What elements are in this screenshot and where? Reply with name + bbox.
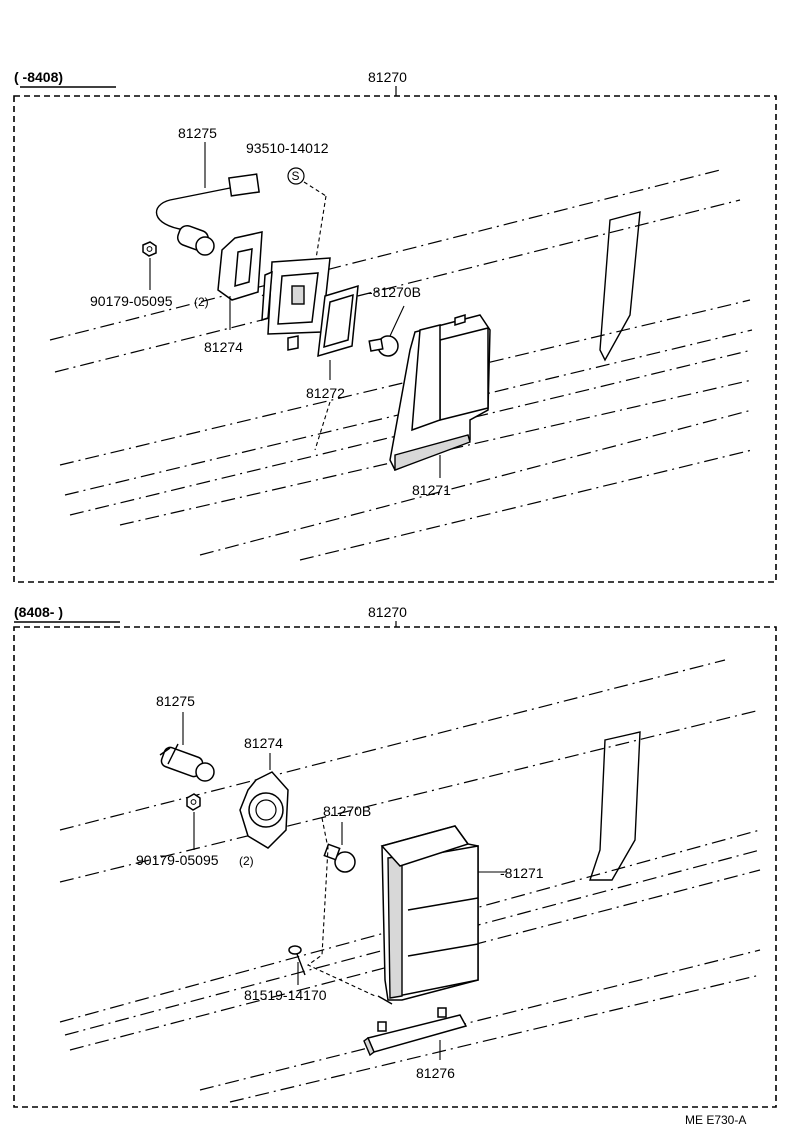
top-leader-81270b [389,305,405,337]
top-dash-s-1 [303,181,327,197]
footer-code: ME E730-A [685,1113,746,1127]
bottom-range-label: (8408- ) [14,604,63,620]
top-dash-81272 [314,401,331,451]
bottom-panel: (8408- ) 81270 81275 [13,604,777,1108]
bottom-label-81271: -81271 [500,865,544,881]
top-label-nut-qty: (2) [194,295,209,309]
top-range-label: ( -8408) [14,69,63,85]
top-s-symbol: S [292,169,300,183]
bottom-label-nut-qty: (2) [239,854,254,868]
bottom-assembly-number: 81270 [368,604,407,620]
bottom-lamp-housing [377,825,479,1005]
top-dash-s-2 [314,195,327,266]
top-bulb [368,335,399,357]
top-gasket [217,231,263,301]
bottom-bulb [323,843,356,873]
top-frame [13,95,777,583]
top-label-81274: 81274 [204,339,243,355]
top-nut-icon [142,241,157,257]
top-label-93510: 93510-14012 [246,140,329,156]
bottom-label-90179: 90179-05095 [136,852,219,868]
top-assembly-number: 81270 [368,69,407,85]
top-socket-bracket [261,257,331,351]
bottom-body-lines [59,659,761,1103]
top-label-81272: 81272 [306,385,345,401]
bottom-label-81519: 81519-14170 [244,987,327,1003]
top-label-81270b: -81270B [368,284,421,300]
bottom-screw-icon [288,945,306,976]
top-label-90179: 90179-05095 [90,293,173,309]
top-socket-wire [155,173,260,256]
top-pillar [599,211,641,362]
bottom-frame [13,626,777,1108]
bottom-label-81275: 81275 [156,693,195,709]
bottom-label-81270b: 81270B [323,803,371,819]
bottom-gasket [239,771,289,849]
bottom-label-81276: 81276 [416,1065,455,1081]
top-label-81275: 81275 [178,125,217,141]
bottom-pillar [589,731,641,881]
bottom-label-81274: 81274 [244,735,283,751]
bottom-bracket [363,1007,468,1057]
bottom-socket [159,743,215,782]
top-label-81271: 81271 [412,482,451,498]
top-body-lines [49,169,753,561]
bottom-nut-icon [186,793,201,811]
s-mark-icon [287,167,305,185]
top-panel: ( -8408) 81270 81275 93510-14012 [13,69,777,583]
top-lamp-housing [389,313,491,472]
top-lens-gasket [317,284,359,358]
